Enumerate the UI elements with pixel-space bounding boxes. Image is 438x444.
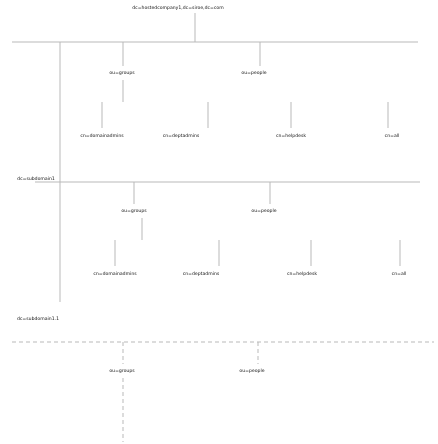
role-node-helpdesk: cn=helpdesk xyxy=(287,271,317,277)
ou-people-node: ou=people xyxy=(251,208,276,214)
role-node-all: cn=all xyxy=(392,271,407,277)
ou-people-node: ou=people xyxy=(241,70,266,76)
ou-groups-node: ou=groups xyxy=(121,208,147,214)
role-node-domainadmins: cn=domainadmins xyxy=(80,133,124,139)
subdomain-node-label: dc=subdomain1 xyxy=(17,176,55,182)
ou-people-node: ou=people xyxy=(239,368,264,374)
subdomain-node-label: dc=subdomain1.1 xyxy=(17,316,59,322)
role-node-deptadmins: cn=deptadmins xyxy=(163,133,200,139)
ou-groups-node: ou=groups xyxy=(109,368,135,374)
ou-groups-node: ou=groups xyxy=(109,70,135,76)
role-node-helpdesk: cn=helpdesk xyxy=(276,133,306,139)
role-node-domainadmins: cn=domainadmins xyxy=(93,271,137,277)
tree-connectors xyxy=(12,13,434,442)
role-node-all: cn=all xyxy=(385,133,400,139)
role-node-deptadmins: cn=deptadmins xyxy=(183,271,220,277)
root-node-label: dc=hostedcompany1,dc=siroe,dc=com xyxy=(132,5,224,11)
